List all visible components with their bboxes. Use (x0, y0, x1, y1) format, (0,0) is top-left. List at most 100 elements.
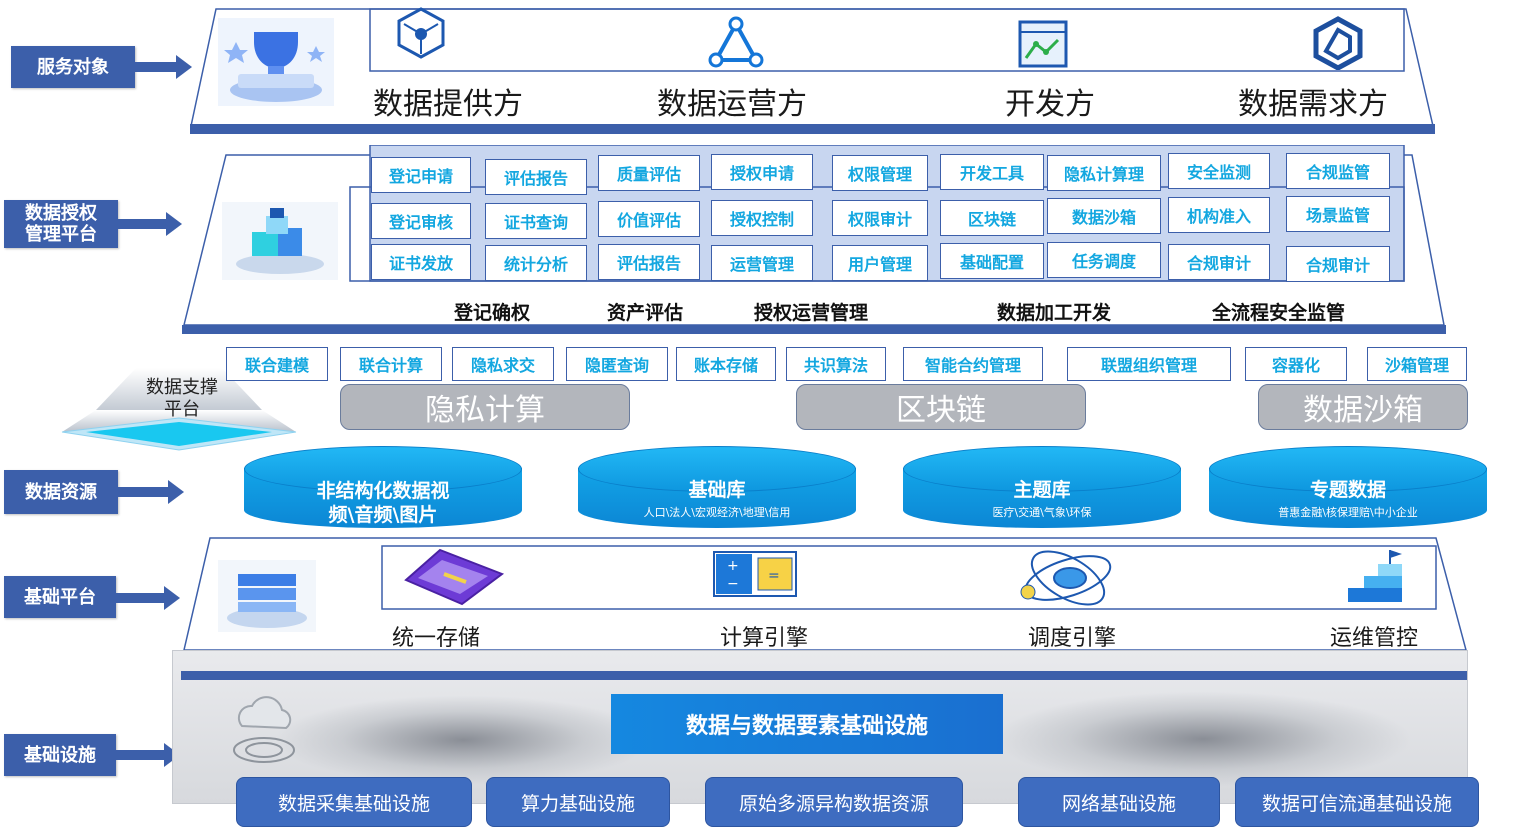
resource-sub: 人口\法人\宏观经济\地理\信用 (643, 506, 791, 519)
auth-chip: 用户管理 (832, 245, 928, 281)
cloud-haze-right (993, 691, 1413, 787)
server-cube-icon (222, 202, 338, 280)
auth-chip: 场景监管 (1286, 196, 1390, 232)
resource-title: 主题库 (1013, 479, 1071, 501)
infra-raw-data: 原始多源异构数据资源 (705, 777, 963, 827)
cloud-icon (233, 696, 295, 763)
arrow-head-base (164, 586, 180, 610)
support-pedestal (61, 368, 297, 451)
support-chip: 容器化 (1245, 347, 1347, 381)
base-storage: 统一存储 (392, 626, 481, 651)
arrow-head-resource (168, 480, 184, 504)
cyl-top (578, 446, 856, 492)
auth-chip: 合规监管 (1286, 153, 1390, 189)
arrow-head-auth (166, 212, 182, 236)
auth-chip: 证书发放 (371, 244, 471, 280)
auth-chip: 开发工具 (940, 154, 1044, 190)
group-register: 登记确权 (454, 302, 531, 324)
auth-chip: 安全监测 (1168, 153, 1270, 189)
support-chip: 隐匿查询 (566, 347, 668, 381)
auth-chip: 基础配置 (940, 243, 1044, 279)
infra-topbar (181, 671, 1467, 680)
arrow-resource (118, 487, 170, 497)
group-develop: 数据加工开发 (997, 302, 1112, 324)
orbit-icon (1020, 550, 1112, 606)
auth-chip: 权限审计 (832, 200, 928, 236)
browser-chart-icon (1018, 20, 1068, 68)
label-support: 数据支撑平台 (120, 377, 244, 421)
auth-chip: 登记审核 (371, 203, 471, 239)
resource-basic: 基础库 人口\法人\宏观经济\地理\信用 (578, 446, 856, 528)
auth-chip: 任务调度 (1047, 242, 1161, 278)
support-chip: 沙箱管理 (1367, 347, 1467, 381)
auth-chip: 数据沙箱 (1047, 198, 1161, 234)
auth-chip: 授权控制 (711, 200, 813, 236)
support-chip: 联合计算 (340, 347, 442, 381)
arrow-head-service (176, 55, 192, 79)
base-schedule: 调度引擎 (1028, 626, 1117, 651)
arrow-infra (116, 750, 166, 760)
storage-diamond-icon (404, 548, 505, 606)
auth-chip: 登记申请 (371, 157, 471, 193)
svg-text:=: = (768, 568, 780, 584)
auth-chip: 隐私计算理 (1047, 155, 1161, 191)
resource-theme: 主题库 医疗\交通\气象\环保 (903, 446, 1181, 528)
auth-chip: 证书查询 (485, 203, 587, 239)
storage-server-icon (218, 560, 316, 632)
resource-title: 专题数据 (1309, 479, 1386, 501)
svg-text:−: − (727, 576, 739, 592)
infra-center: 数据与数据要素基础设施 (611, 694, 1003, 754)
triangle-network-icon (708, 16, 764, 68)
resource-title: 基础库 (688, 479, 746, 501)
pill-privacy: 隐私计算 (340, 384, 630, 430)
support-chip: 智能合约管理 (903, 347, 1043, 381)
auth-chip: 统计分析 (485, 245, 587, 281)
service-operator: 数据运营方 (657, 87, 807, 122)
trophy-icon (218, 18, 334, 106)
label-resource: 数据资源 (4, 470, 118, 514)
resource-title-b: 频\音频\图片 (328, 504, 438, 526)
cyl-text: 主题库 医疗\交通\气象\环保 (903, 478, 1181, 520)
auth-chip: 评估报告 (485, 159, 587, 195)
auth-chip: 区块链 (940, 200, 1044, 236)
base-frame (183, 537, 1467, 651)
auth-chip: 授权申请 (711, 154, 813, 190)
cyl-text: 基础库 人口\法人\宏观经济\地理\信用 (578, 478, 856, 520)
label-auth-text: 数据授权管理平台 (25, 203, 97, 245)
support-chip: 联合建模 (226, 347, 328, 381)
label-base: 基础平台 (4, 576, 116, 618)
calculator-icon: + − = (713, 551, 797, 597)
arrow-base (116, 593, 166, 603)
cyl-top (1209, 446, 1487, 492)
pill-sandbox: 数据沙箱 (1258, 384, 1468, 430)
auth-chip: 运营管理 (711, 245, 813, 281)
auth-chip: 价值评估 (598, 201, 700, 237)
infra-compute: 算力基础设施 (486, 777, 670, 827)
service-frame (190, 8, 1435, 134)
stairs-flag-icon (1348, 550, 1402, 602)
support-chip: 隐私求交 (452, 347, 554, 381)
base-compute: 计算引擎 (720, 626, 809, 651)
group-operation: 授权运营管理 (754, 302, 869, 324)
cyl-top (903, 446, 1181, 492)
pill-blockchain: 区块链 (796, 384, 1086, 430)
label-support-text: 数据支撑平台 (146, 377, 218, 420)
cloud-haze-left (273, 695, 653, 785)
group-security: 全流程安全监管 (1212, 302, 1346, 324)
infra-network: 网络基础设施 (1018, 777, 1220, 827)
auth-chip: 评估报告 (598, 244, 700, 280)
infra-trusted: 数据可信流通基础设施 (1235, 777, 1479, 827)
cyl-text: 专题数据 普惠金融\核保理赔\中小企业 (1209, 478, 1487, 520)
service-developer: 开发方 (1005, 87, 1095, 122)
resource-sub: 医疗\交通\气象\环保 (992, 506, 1092, 519)
auth-chip: 合规审计 (1286, 246, 1390, 282)
support-chip: 联盟组织管理 (1067, 347, 1231, 381)
auth-chip: 权限管理 (832, 155, 928, 191)
hexagon-node-icon (397, 7, 445, 59)
resource-unstructured: 非结构化数据视 频\音频\图片 (244, 446, 522, 528)
auth-chip: 质量评估 (598, 155, 700, 191)
support-chip: 账本存储 (676, 347, 776, 381)
resource-special: 专题数据 普惠金融\核保理赔\中小企业 (1209, 446, 1487, 528)
cube-logo-icon (1313, 16, 1363, 70)
auth-chip: 合规审计 (1168, 244, 1270, 280)
